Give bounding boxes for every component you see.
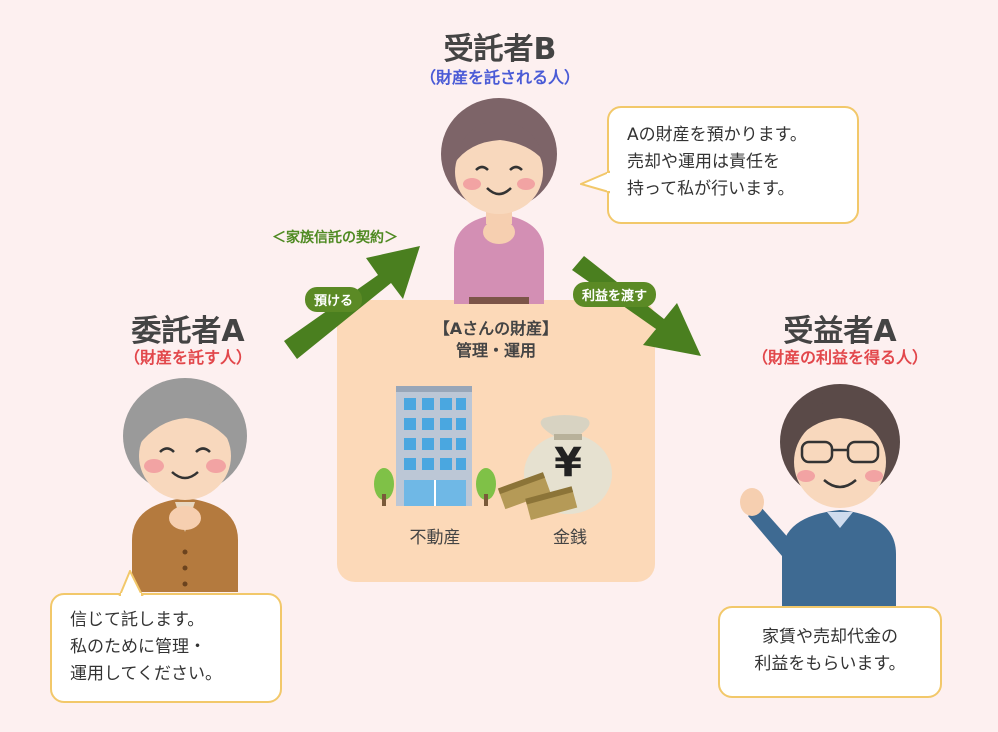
settlor-figure [123,378,247,592]
settlor-bubble-tail [118,570,144,596]
settlor-speech-line: 信じて託します。 [70,610,205,630]
settlor-title: 委託者A [131,314,245,349]
money-icon [497,415,612,520]
settlor-speech-bubble: 信じて託します。 私のために管理・ 運用してください。 [50,593,282,703]
trustee-bubble-tail [580,170,610,194]
trustee-speech-line: 持って私が行います。 [627,179,795,199]
assets-title: 【Aさんの財産】 管理・運用 [337,318,655,362]
beneficiary-speech-bubble: 家賃や売却代金の 利益をもらいます。 [718,606,942,698]
assets-box [337,300,655,582]
trustee-speech-bubble: Aの財産を預かります。 売却や運用は責任を 持って私が行います。 [607,106,859,224]
yen-symbol: ¥ [554,440,582,486]
trustee-speech-line: Aの財産を預かります。 [627,125,807,145]
settlor-subtitle: （財産を託す人） [123,348,252,367]
building-icon [374,386,496,506]
trustee-figure [441,98,557,304]
trustee-subtitle: （財産を託される人） [419,68,580,87]
beneficiary-subtitle: （財産の利益を得る人） [751,348,928,367]
money-label: 金銭 [553,528,587,548]
settlor-speech-line: 運用してください。 [70,664,222,684]
beneficiary-speech-line: 利益をもらいます。 [754,654,906,674]
beneficiary-speech-line: 家賃や売却代金の [762,627,898,647]
entrust-label: 預ける [305,287,363,312]
contract-label: ＜家族信託の契約＞ [272,230,398,246]
real-estate-label: 不動産 [409,528,461,548]
trustee-title: 受託者B [443,32,557,67]
beneficiary-figure [740,384,900,616]
trustee-speech-line: 売却や運用は責任を [627,152,780,172]
benefit-label: 利益を渡す [573,282,657,307]
assets-title-text: 【Aさんの財産】 [433,319,559,338]
beneficiary-title: 受益者A [783,314,897,349]
assets-subtitle-text: 管理・運用 [455,341,536,360]
settlor-speech-line: 私のために管理・ [70,637,206,657]
